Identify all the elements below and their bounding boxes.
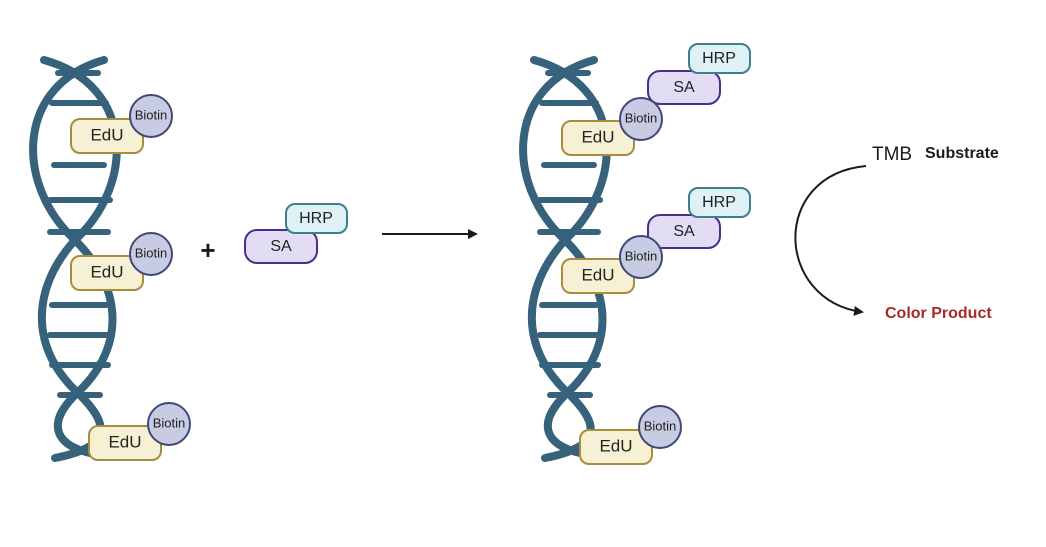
edu-biotin-sa-hrp-group: SA HRP EdU Biotin (561, 187, 751, 294)
edu-label: EdU (108, 432, 141, 451)
tmb-reaction: TMB Substrate Color Product (794, 144, 999, 322)
edu-biotin-sa-hrp-group: SA HRP EdU Biotin (561, 43, 751, 156)
biotin-circle (147, 402, 191, 446)
edu-label: EdU (599, 436, 632, 455)
biotin-label: Biotin (153, 415, 186, 430)
biotin-circle (129, 232, 173, 276)
sa-tag (244, 229, 318, 264)
tmb-label: TMB (872, 144, 912, 165)
hrp-tag (285, 203, 348, 234)
biotin-circle (619, 97, 663, 141)
hrp-label: HRP (702, 194, 736, 211)
curved-arrow-icon (794, 165, 867, 316)
left-dna-panel: EdU Biotin EdU Biotin EdU Biotin (33, 60, 191, 461)
hrp-tag (688, 187, 751, 218)
edu-label: EdU (581, 127, 614, 146)
hrp-tag (688, 43, 751, 74)
biotin-label: Biotin (625, 110, 658, 125)
plus-sign: + (200, 235, 215, 265)
sa-label: SA (673, 79, 695, 96)
biotin-circle (638, 405, 682, 449)
hrp-label: HRP (702, 50, 736, 67)
edu-biotin-group: EdU Biotin (70, 94, 173, 154)
color-product-label: Color Product (885, 305, 992, 322)
sa-tag (647, 214, 721, 249)
biotin-label: Biotin (644, 418, 677, 433)
biotin-circle (129, 94, 173, 138)
biotin-label: Biotin (625, 248, 658, 263)
sa-label: SA (673, 223, 695, 240)
edu-biotin-group: EdU Biotin (88, 402, 191, 461)
edu-label: EdU (90, 262, 123, 281)
edu-label: EdU (90, 125, 123, 144)
biotin-label: Biotin (135, 245, 168, 260)
right-dna-panel: SA HRP EdU Biotin SA HRP EdU Biotin EdU … (523, 43, 751, 465)
edu-biotin-group: EdU Biotin (579, 405, 682, 465)
sa-hrp-conjugate: SA HRP (244, 203, 348, 264)
sa-label: SA (270, 238, 292, 255)
sa-tag (647, 70, 721, 105)
edu-label: EdU (581, 265, 614, 284)
hrp-label: HRP (299, 210, 333, 227)
substrate-label: Substrate (925, 145, 999, 162)
biotin-label: Biotin (135, 107, 168, 122)
biotin-circle (619, 235, 663, 279)
edu-biotin-group: EdU Biotin (70, 232, 173, 291)
